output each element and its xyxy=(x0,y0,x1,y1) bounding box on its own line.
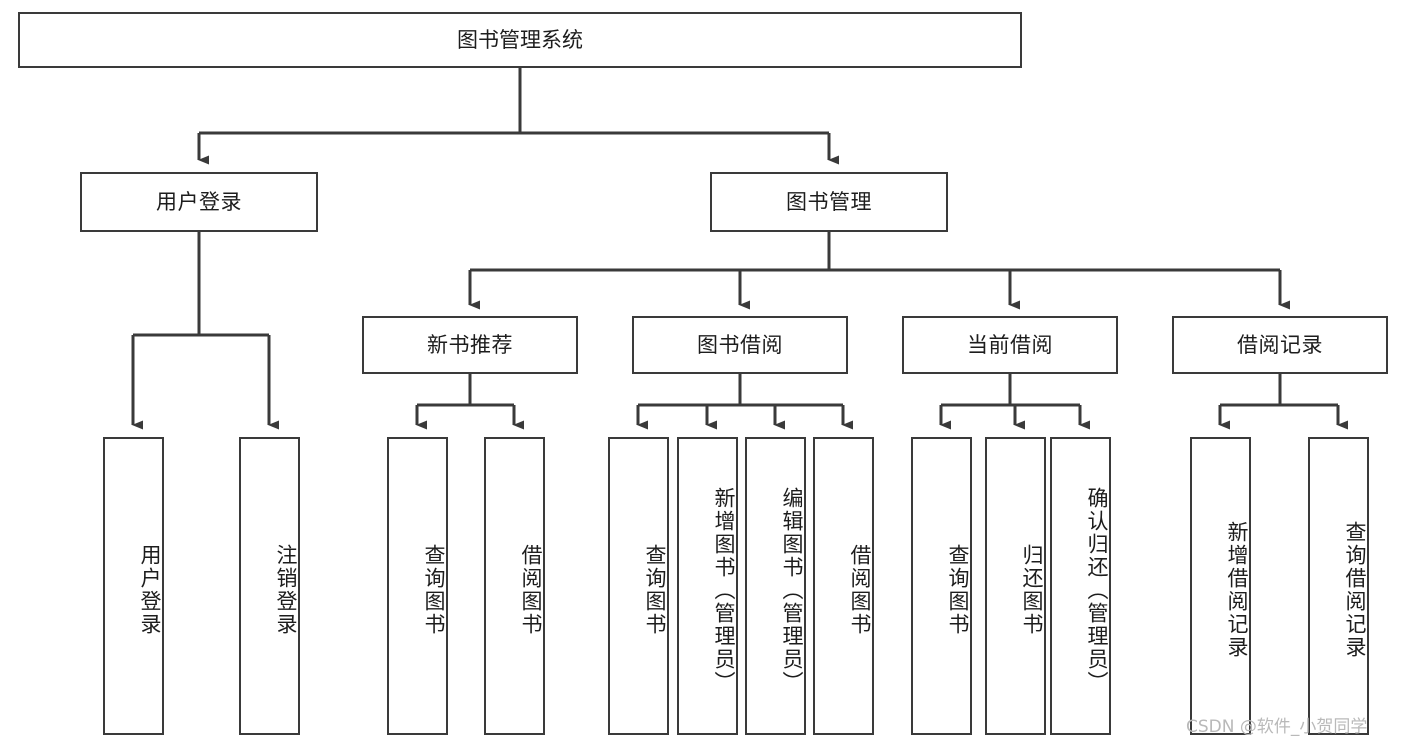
node-leaf-borrow-book-label: 借阅图书 xyxy=(848,544,872,636)
node-leaf-add-book-admin-label: 新增图书（管理员） xyxy=(712,486,736,694)
node-borrow-record[interactable]: 借阅记录 xyxy=(1172,316,1388,374)
node-leaf-confirm-return-admin-label: 确认归还（管理员） xyxy=(1085,486,1109,694)
node-leaf-add-borrow-record-label: 新增借阅记录 xyxy=(1225,521,1249,659)
node-leaf-return-book[interactable]: 归还图书 xyxy=(985,437,1046,735)
node-user-login[interactable]: 用户登录 xyxy=(80,172,318,232)
node-book-manage[interactable]: 图书管理 xyxy=(710,172,948,232)
node-leaf-edit-book-admin[interactable]: 编辑图书（管理员） xyxy=(745,437,806,735)
node-leaf-rec-borrow-book-label: 借阅图书 xyxy=(519,544,543,636)
csdn-watermark: CSDN @软件_小贺同学 xyxy=(1186,717,1368,737)
node-leaf-borrow-book[interactable]: 借阅图书 xyxy=(813,437,874,735)
node-leaf-query-borrow-record-label: 查询借阅记录 xyxy=(1343,521,1367,659)
node-leaf-confirm-return-admin[interactable]: 确认归还（管理员） xyxy=(1050,437,1111,735)
node-leaf-user-login[interactable]: 用户登录 xyxy=(103,437,164,735)
node-leaf-query-borrow-record[interactable]: 查询借阅记录 xyxy=(1308,437,1369,735)
node-book-manage-label: 图书管理 xyxy=(786,189,872,214)
node-leaf-add-book-admin[interactable]: 新增图书（管理员） xyxy=(677,437,738,735)
node-root[interactable]: 图书管理系统 xyxy=(18,12,1022,68)
node-user-login-label: 用户登录 xyxy=(156,189,242,214)
node-current-borrow[interactable]: 当前借阅 xyxy=(902,316,1118,374)
node-leaf-rec-query-book[interactable]: 查询图书 xyxy=(387,437,448,735)
node-leaf-logout[interactable]: 注销登录 xyxy=(239,437,300,735)
node-leaf-cur-query-book[interactable]: 查询图书 xyxy=(911,437,972,735)
node-borrow-record-label: 借阅记录 xyxy=(1237,332,1323,357)
node-leaf-borrow-query-book-label: 查询图书 xyxy=(643,544,667,636)
node-new-book-recommend[interactable]: 新书推荐 xyxy=(362,316,578,374)
node-leaf-user-login-label: 用户登录 xyxy=(138,544,162,636)
node-leaf-add-borrow-record[interactable]: 新增借阅记录 xyxy=(1190,437,1251,735)
node-leaf-logout-label: 注销登录 xyxy=(274,544,298,636)
node-leaf-edit-book-admin-label: 编辑图书（管理员） xyxy=(780,486,804,694)
node-leaf-rec-borrow-book[interactable]: 借阅图书 xyxy=(484,437,545,735)
node-book-borrow-label: 图书借阅 xyxy=(697,332,783,357)
node-leaf-rec-query-book-label: 查询图书 xyxy=(422,544,446,636)
node-leaf-return-book-label: 归还图书 xyxy=(1020,544,1044,636)
node-book-borrow[interactable]: 图书借阅 xyxy=(632,316,848,374)
node-new-book-recommend-label: 新书推荐 xyxy=(427,332,513,357)
node-leaf-borrow-query-book[interactable]: 查询图书 xyxy=(608,437,669,735)
node-root-label: 图书管理系统 xyxy=(457,27,583,52)
node-leaf-cur-query-book-label: 查询图书 xyxy=(946,544,970,636)
node-current-borrow-label: 当前借阅 xyxy=(967,332,1053,357)
